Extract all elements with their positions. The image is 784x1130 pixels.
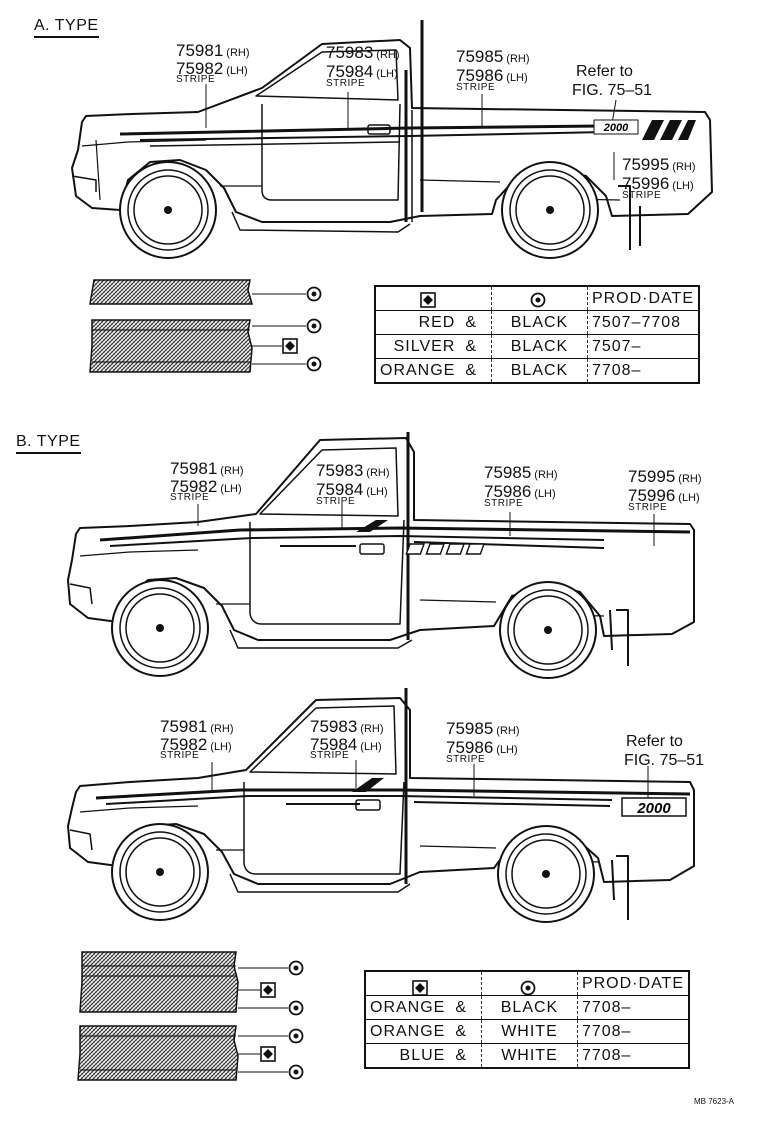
circle-color: BLACK bbox=[491, 334, 588, 359]
swatch-group-b2 bbox=[77, 1025, 304, 1081]
swatch-group-b1 bbox=[79, 951, 304, 1016]
table-row: ORANGE& BLACK 7708– bbox=[365, 995, 689, 1020]
color-table-b: PROD·DATE ORANGE& BLACK 7708– ORANGE& WH… bbox=[364, 970, 690, 1069]
stripe-caption: STRIPE bbox=[456, 82, 496, 93]
table-header-row: PROD·DATE bbox=[365, 971, 689, 996]
part-label-75983: 75983(RH) bbox=[326, 43, 400, 62]
dotted-circle-symbol-icon bbox=[288, 1000, 304, 1016]
stripe-a bbox=[119, 120, 696, 147]
dotted-circle-symbol-icon bbox=[306, 318, 322, 334]
table-row: RED& BLACK 7507–7708 bbox=[375, 310, 699, 335]
dotted-circle-symbol-icon bbox=[288, 1064, 304, 1080]
wheels-b1 bbox=[111, 579, 597, 679]
part-label-75981: 75981(RH) bbox=[170, 459, 244, 478]
part-label-75983: 75983(RH) bbox=[310, 717, 384, 736]
stripe-caption: STRIPE bbox=[176, 74, 216, 85]
wheels-b2 bbox=[111, 823, 595, 923]
part-label-75982: 75982(LH) bbox=[170, 477, 242, 496]
drawing-code: MB 7623-A bbox=[694, 1097, 735, 1106]
section-a-title: A. TYPE bbox=[34, 18, 99, 38]
stripe-b1 bbox=[99, 520, 691, 555]
part-label-75982: 75982(LH) bbox=[160, 735, 232, 754]
part-label-75985: 75985(RH) bbox=[456, 47, 530, 66]
stripe-caption: STRIPE bbox=[484, 498, 524, 509]
part-label-75981: 75981(RH) bbox=[160, 717, 234, 736]
diamond-color: ORANGE bbox=[370, 1022, 446, 1040]
part-label-75985: 75985(RH) bbox=[484, 463, 558, 482]
stripe-caption: STRIPE bbox=[622, 190, 662, 201]
part-label-75985: 75985(RH) bbox=[446, 719, 520, 738]
part-label-75981: 75981(RH) bbox=[176, 41, 250, 60]
leaders-b1 bbox=[197, 500, 655, 546]
swatch-group-a bbox=[89, 279, 322, 373]
badge-a-text: 2000 bbox=[603, 122, 629, 134]
stripe-caption: STRIPE bbox=[310, 750, 350, 761]
badge-a: 2000 bbox=[593, 119, 639, 135]
diamond-color: SILVER bbox=[393, 337, 456, 355]
table-row: ORANGE& BLACK 7708– bbox=[375, 358, 699, 383]
refer-to-text: Refer to bbox=[576, 63, 633, 80]
stripe-caption: STRIPE bbox=[628, 502, 668, 513]
dotted-circle-symbol-icon bbox=[306, 356, 322, 372]
diamond-color: RED bbox=[418, 313, 456, 331]
diamond-color: BLUE bbox=[399, 1046, 446, 1064]
part-label-75996: 75996(LH) bbox=[622, 174, 694, 193]
section-b-title: B. TYPE bbox=[16, 434, 81, 454]
figure-reference: FIG. 75–51 bbox=[624, 752, 705, 769]
table-row: SILVER& BLACK 7507– bbox=[375, 334, 699, 359]
stripe-b2 bbox=[95, 778, 691, 807]
table-row: BLUE& WHITE 7708– bbox=[365, 1043, 689, 1068]
prod-date: 7708– bbox=[577, 1019, 689, 1044]
diamond-color: ORANGE bbox=[380, 361, 456, 379]
part-label-75983: 75983(RH) bbox=[316, 461, 390, 480]
wheels-a bbox=[119, 161, 599, 259]
diamond-symbol-icon bbox=[260, 982, 276, 998]
diamond-symbol-icon bbox=[260, 1046, 276, 1062]
circle-color: BLACK bbox=[491, 310, 588, 335]
circle-color: WHITE bbox=[481, 1043, 578, 1068]
part-label-75984: 75984(LH) bbox=[316, 480, 388, 499]
leaders-b2 bbox=[211, 760, 649, 798]
prod-date: 7708– bbox=[577, 995, 689, 1020]
badge-b2: 2000 bbox=[621, 797, 687, 817]
part-label-75995: 75995(RH) bbox=[622, 155, 696, 174]
part-label-75995: 75995(RH) bbox=[628, 467, 702, 486]
dotted-circle-symbol-icon bbox=[288, 960, 304, 976]
table-header-row: PROD·DATE bbox=[375, 286, 699, 311]
stripe-caption: STRIPE bbox=[326, 78, 366, 89]
stripe-caption: STRIPE bbox=[160, 750, 200, 761]
stripe-caption: STRIPE bbox=[170, 492, 210, 503]
part-label-75984: 75984(LH) bbox=[310, 735, 382, 754]
stripe-caption: STRIPE bbox=[446, 754, 486, 765]
color-table-a: PROD·DATE RED& BLACK 7507–7708 SILVER& B… bbox=[374, 285, 700, 384]
part-label-75996: 75996(LH) bbox=[628, 486, 700, 505]
circle-color: BLACK bbox=[491, 358, 588, 383]
dotted-circle-symbol-icon bbox=[288, 1028, 304, 1044]
part-label-75986: 75986(LH) bbox=[456, 66, 528, 85]
part-label-75984: 75984(LH) bbox=[326, 62, 398, 81]
prod-date: 7708– bbox=[577, 1043, 689, 1068]
diamond-symbol-icon bbox=[282, 338, 298, 354]
dotted-circle-symbol-icon bbox=[306, 286, 322, 302]
prod-date-header: PROD·DATE bbox=[591, 289, 694, 307]
prod-date: 7507– bbox=[587, 334, 699, 359]
badge-b2-text: 2000 bbox=[636, 800, 671, 817]
refer-to-text: Refer to bbox=[626, 733, 683, 750]
figure-reference: FIG. 75–51 bbox=[572, 82, 653, 99]
circle-color: BLACK bbox=[481, 995, 578, 1020]
diamond-color: ORANGE bbox=[370, 998, 446, 1016]
prod-date-header: PROD·DATE bbox=[581, 974, 684, 992]
stripe-caption: STRIPE bbox=[316, 496, 356, 507]
circle-color: WHITE bbox=[481, 1019, 578, 1044]
part-label-75986: 75986(LH) bbox=[484, 482, 556, 501]
part-label-75986: 75986(LH) bbox=[446, 738, 518, 757]
prod-date: 7507–7708 bbox=[587, 310, 699, 335]
table-row: ORANGE& WHITE 7708– bbox=[365, 1019, 689, 1044]
prod-date: 7708– bbox=[587, 358, 699, 383]
part-label-75982: 75982(LH) bbox=[176, 59, 248, 78]
